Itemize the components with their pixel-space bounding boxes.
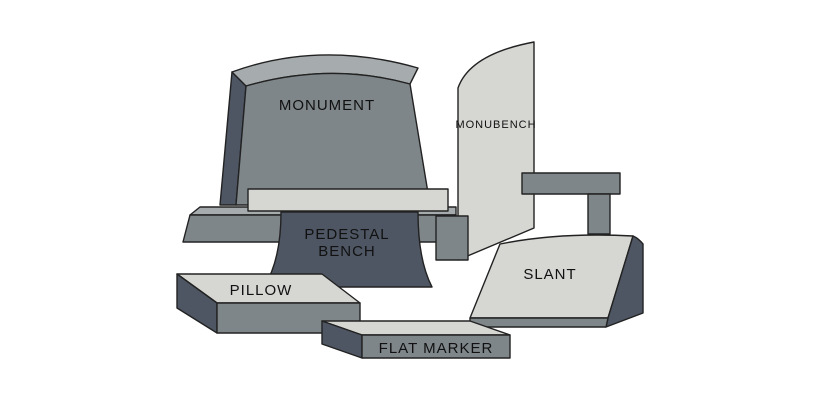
pedestal-seat <box>247 188 449 212</box>
post-block <box>435 215 469 261</box>
pedestal-label-line1: PEDESTAL <box>304 226 389 243</box>
slant-label: SLANT <box>523 266 576 283</box>
slant-side <box>605 235 644 328</box>
flat-marker: FLAT MARKER <box>321 320 511 359</box>
flat-marker-front <box>361 334 511 359</box>
slant-bench <box>521 172 621 235</box>
monument: MONUMENT <box>219 54 431 206</box>
pedestal-body <box>263 211 433 288</box>
monubench-slab <box>457 41 535 261</box>
post-block-front <box>435 215 469 261</box>
slant: SLANT <box>469 234 644 328</box>
monument-face <box>235 72 431 206</box>
slant-bench-leg <box>587 193 611 235</box>
slant-bench-seat <box>521 172 621 195</box>
pillow: PILLOW <box>176 273 361 334</box>
pedestal-bench: PEDESTAL BENCH <box>247 188 449 288</box>
monument-label: MONUMENT <box>279 97 375 114</box>
slant-base <box>469 317 609 328</box>
pillow-label: PILLOW <box>230 282 293 299</box>
monubench-label: MONUBENCH <box>455 119 536 131</box>
monubench: MONUBENCH <box>455 41 536 261</box>
flat-marker-label: FLAT MARKER <box>379 340 494 357</box>
pedestal-label-line2: BENCH <box>318 243 376 260</box>
